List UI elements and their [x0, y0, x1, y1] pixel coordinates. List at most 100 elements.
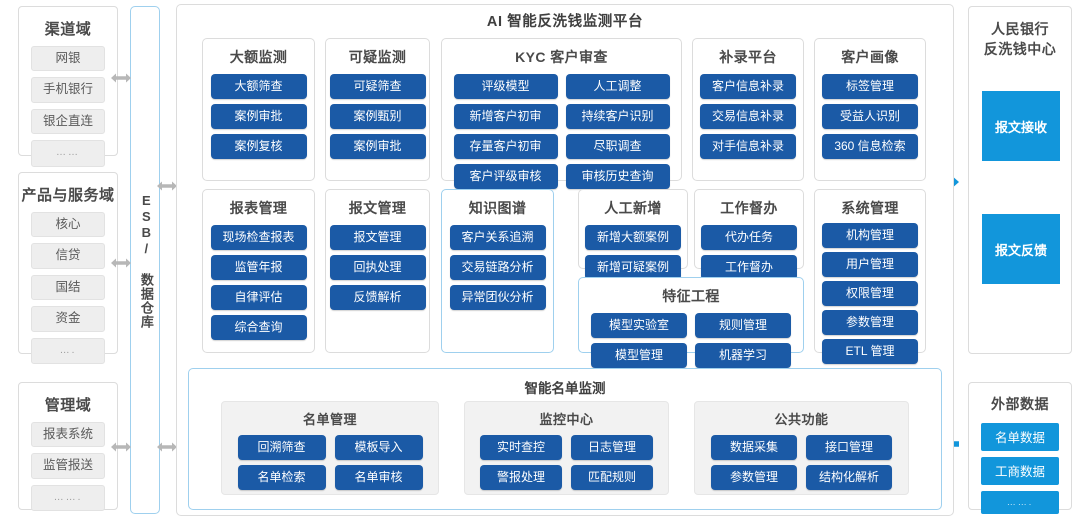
action-button[interactable]: 实时查控 — [480, 435, 562, 460]
action-button[interactable]: 案例甄别 — [329, 104, 426, 129]
external-data-item[interactable]: 工商数据 — [981, 457, 1059, 485]
action-button[interactable]: 数据采集 — [711, 435, 797, 460]
action-button[interactable]: 参数管理 — [822, 310, 918, 335]
action-button[interactable]: 案例复核 — [210, 134, 307, 159]
group-list-management: 名单管理 回溯筛查 模板导入 名单检索 名单审核 — [221, 401, 439, 495]
module-title: 特征工程 — [662, 288, 720, 304]
external-data-panel: 外部数据 名单数据 工商数据 ……. — [968, 382, 1072, 514]
action-button[interactable]: 360 信息检索 — [822, 134, 918, 159]
module-title: 补录平台 — [719, 49, 777, 65]
action-button[interactable]: 警报处理 — [480, 465, 562, 490]
action-button[interactable]: 案例审批 — [329, 134, 426, 159]
action-button[interactable]: 规则管理 — [695, 313, 791, 338]
group-title: 名单管理 — [302, 412, 357, 427]
module-customer-profile: 客户画像 标签管理 受益人识别 360 信息检索 — [814, 38, 926, 181]
action-button[interactable]: 模型管理 — [591, 343, 687, 368]
module-message-management: 报文管理 报文管理 回执处理 反馈解析 — [325, 189, 430, 353]
action-button[interactable]: 存量客户初审 — [453, 134, 558, 159]
group-monitoring-center: 监控中心 实时查控 日志管理 警报处理 匹配规则 — [464, 401, 669, 495]
action-button[interactable]: 参数管理 — [711, 465, 797, 490]
action-button[interactable]: 匹配规则 — [571, 465, 653, 490]
chip-item[interactable]: 信贷 — [31, 243, 105, 269]
action-button[interactable]: 对手信息补录 — [700, 134, 796, 159]
chip-item[interactable]: 资金 — [31, 306, 105, 332]
module-report-management: 报表管理 现场检查报表 监管年报 自律评估 综合查询 — [202, 189, 315, 353]
module-button-group: 机构管理 用户管理 权限管理 参数管理 ETL 管理 — [815, 218, 925, 372]
group-title: 监控中心 — [539, 412, 594, 427]
pboc-message-receive-block[interactable]: 报文接收 — [982, 91, 1060, 161]
action-button[interactable]: 名单检索 — [237, 465, 326, 490]
module-button-group: 客户信息补录 交易信息补录 对手信息补录 — [693, 67, 803, 167]
action-button[interactable]: 模型实验室 — [591, 313, 687, 338]
action-button[interactable]: 自律评估 — [210, 285, 307, 310]
module-feature-engineering: 特征工程 模型实验室 规则管理 模型管理 机器学习 — [578, 277, 804, 368]
chip-item[interactable]: 核心 — [31, 212, 105, 238]
chip-item[interactable]: 监管报送 — [31, 453, 105, 479]
action-button[interactable]: 持续客户识别 — [565, 104, 670, 129]
action-button[interactable]: 客户评级审核 — [453, 164, 558, 189]
action-button[interactable]: 新增大额案例 — [585, 225, 681, 250]
action-button[interactable]: 交易信息补录 — [700, 104, 796, 129]
group-title: 公共功能 — [774, 412, 829, 427]
module-title: 人工新增 — [604, 200, 662, 216]
external-data-item[interactable]: 名单数据 — [981, 423, 1059, 451]
domain-title: 管理域 — [44, 397, 92, 414]
action-button[interactable]: 工作督办 — [701, 255, 797, 280]
module-button-group: 代办任务 工作督办 — [695, 218, 803, 288]
module-supplementary-platform: 补录平台 客户信息补录 交易信息补录 对手信息补录 — [692, 38, 804, 181]
action-button[interactable]: 日志管理 — [571, 435, 653, 460]
action-button[interactable]: 报文管理 — [329, 225, 426, 250]
action-button[interactable]: 名单审核 — [334, 465, 423, 490]
module-work-supervision: 工作督办 代办任务 工作督办 — [694, 189, 804, 280]
action-button[interactable]: 交易链路分析 — [449, 255, 546, 280]
action-button[interactable]: 案例审批 — [210, 104, 307, 129]
action-button[interactable]: 受益人识别 — [822, 104, 918, 129]
pboc-message-feedback-block[interactable]: 报文反馈 — [982, 214, 1060, 284]
action-button[interactable]: 接口管理 — [806, 435, 892, 460]
action-button[interactable]: 代办任务 — [701, 225, 797, 250]
chip-item[interactable]: 手机银行 — [31, 77, 105, 103]
smart-list-monitoring-section: 智能名单监测 名单管理 回溯筛查 模板导入 名单检索 名单审核 监控中心 实时查… — [188, 368, 942, 510]
external-data-title: 外部数据 — [991, 396, 1049, 412]
action-button[interactable]: 客户信息补录 — [700, 74, 796, 99]
module-button-group: 新增大额案例 新增可疑案例 — [579, 218, 687, 288]
domain-title: 渠道域 — [44, 21, 92, 38]
action-button[interactable]: 新增可疑案例 — [585, 255, 681, 280]
action-button[interactable]: 权限管理 — [822, 281, 918, 306]
action-button[interactable]: 审核历史查询 — [565, 164, 670, 189]
action-button[interactable]: 可疑筛查 — [329, 74, 426, 99]
action-button[interactable]: 评级模型 — [453, 74, 558, 99]
action-button[interactable]: 结构化解析 — [806, 465, 892, 490]
arrow-channel-to-esb — [110, 71, 132, 85]
module-system-management: 系统管理 机构管理 用户管理 权限管理 参数管理 ETL 管理 — [814, 189, 926, 364]
module-title: 客户画像 — [841, 49, 899, 65]
action-button[interactable]: 尽职调查 — [565, 134, 670, 159]
action-button[interactable]: 机器学习 — [695, 343, 791, 368]
module-button-group: 评级模型 人工调整 新增客户初审 持续客户识别 存量客户初审 尽职调查 客户评级… — [442, 67, 681, 197]
action-button[interactable]: 客户关系追溯 — [449, 225, 546, 250]
chip-item[interactable]: 国结 — [31, 274, 105, 301]
action-button[interactable]: 综合查询 — [210, 315, 307, 340]
module-title: KYC 客户审查 — [515, 49, 608, 65]
action-button[interactable]: 机构管理 — [822, 223, 918, 248]
action-button[interactable]: 模板导入 — [334, 435, 423, 460]
chip-item[interactable]: 网银 — [31, 46, 105, 72]
arrow-esb-to-platform-top — [156, 179, 178, 193]
action-button[interactable]: 反馈解析 — [329, 285, 426, 310]
action-button[interactable]: 现场检查报表 — [210, 225, 307, 250]
domain-card-channel: 渠道域 网银 手机银行 银企直连 …… — [18, 6, 118, 167]
action-button[interactable]: 异常团伙分析 — [449, 285, 546, 310]
action-button[interactable]: 监管年报 — [210, 255, 307, 280]
action-button[interactable]: 标签管理 — [822, 74, 918, 99]
action-button[interactable]: 人工调整 — [565, 74, 670, 99]
action-button[interactable]: 大额筛查 — [210, 74, 307, 99]
chip-item[interactable]: 银企直连 — [31, 108, 105, 135]
platform-title: AI 智能反洗钱监测平台 — [486, 14, 644, 30]
action-button[interactable]: ETL 管理 — [822, 339, 918, 364]
action-button[interactable]: 用户管理 — [822, 252, 918, 277]
action-button[interactable]: 新增客户初审 — [453, 104, 558, 129]
action-button[interactable]: 回执处理 — [329, 255, 426, 280]
chip-item[interactable]: 报表系统 — [31, 422, 105, 448]
esb-data-warehouse-bar: ESB/ 数据仓库 — [130, 6, 160, 514]
action-button[interactable]: 回溯筛查 — [237, 435, 326, 460]
